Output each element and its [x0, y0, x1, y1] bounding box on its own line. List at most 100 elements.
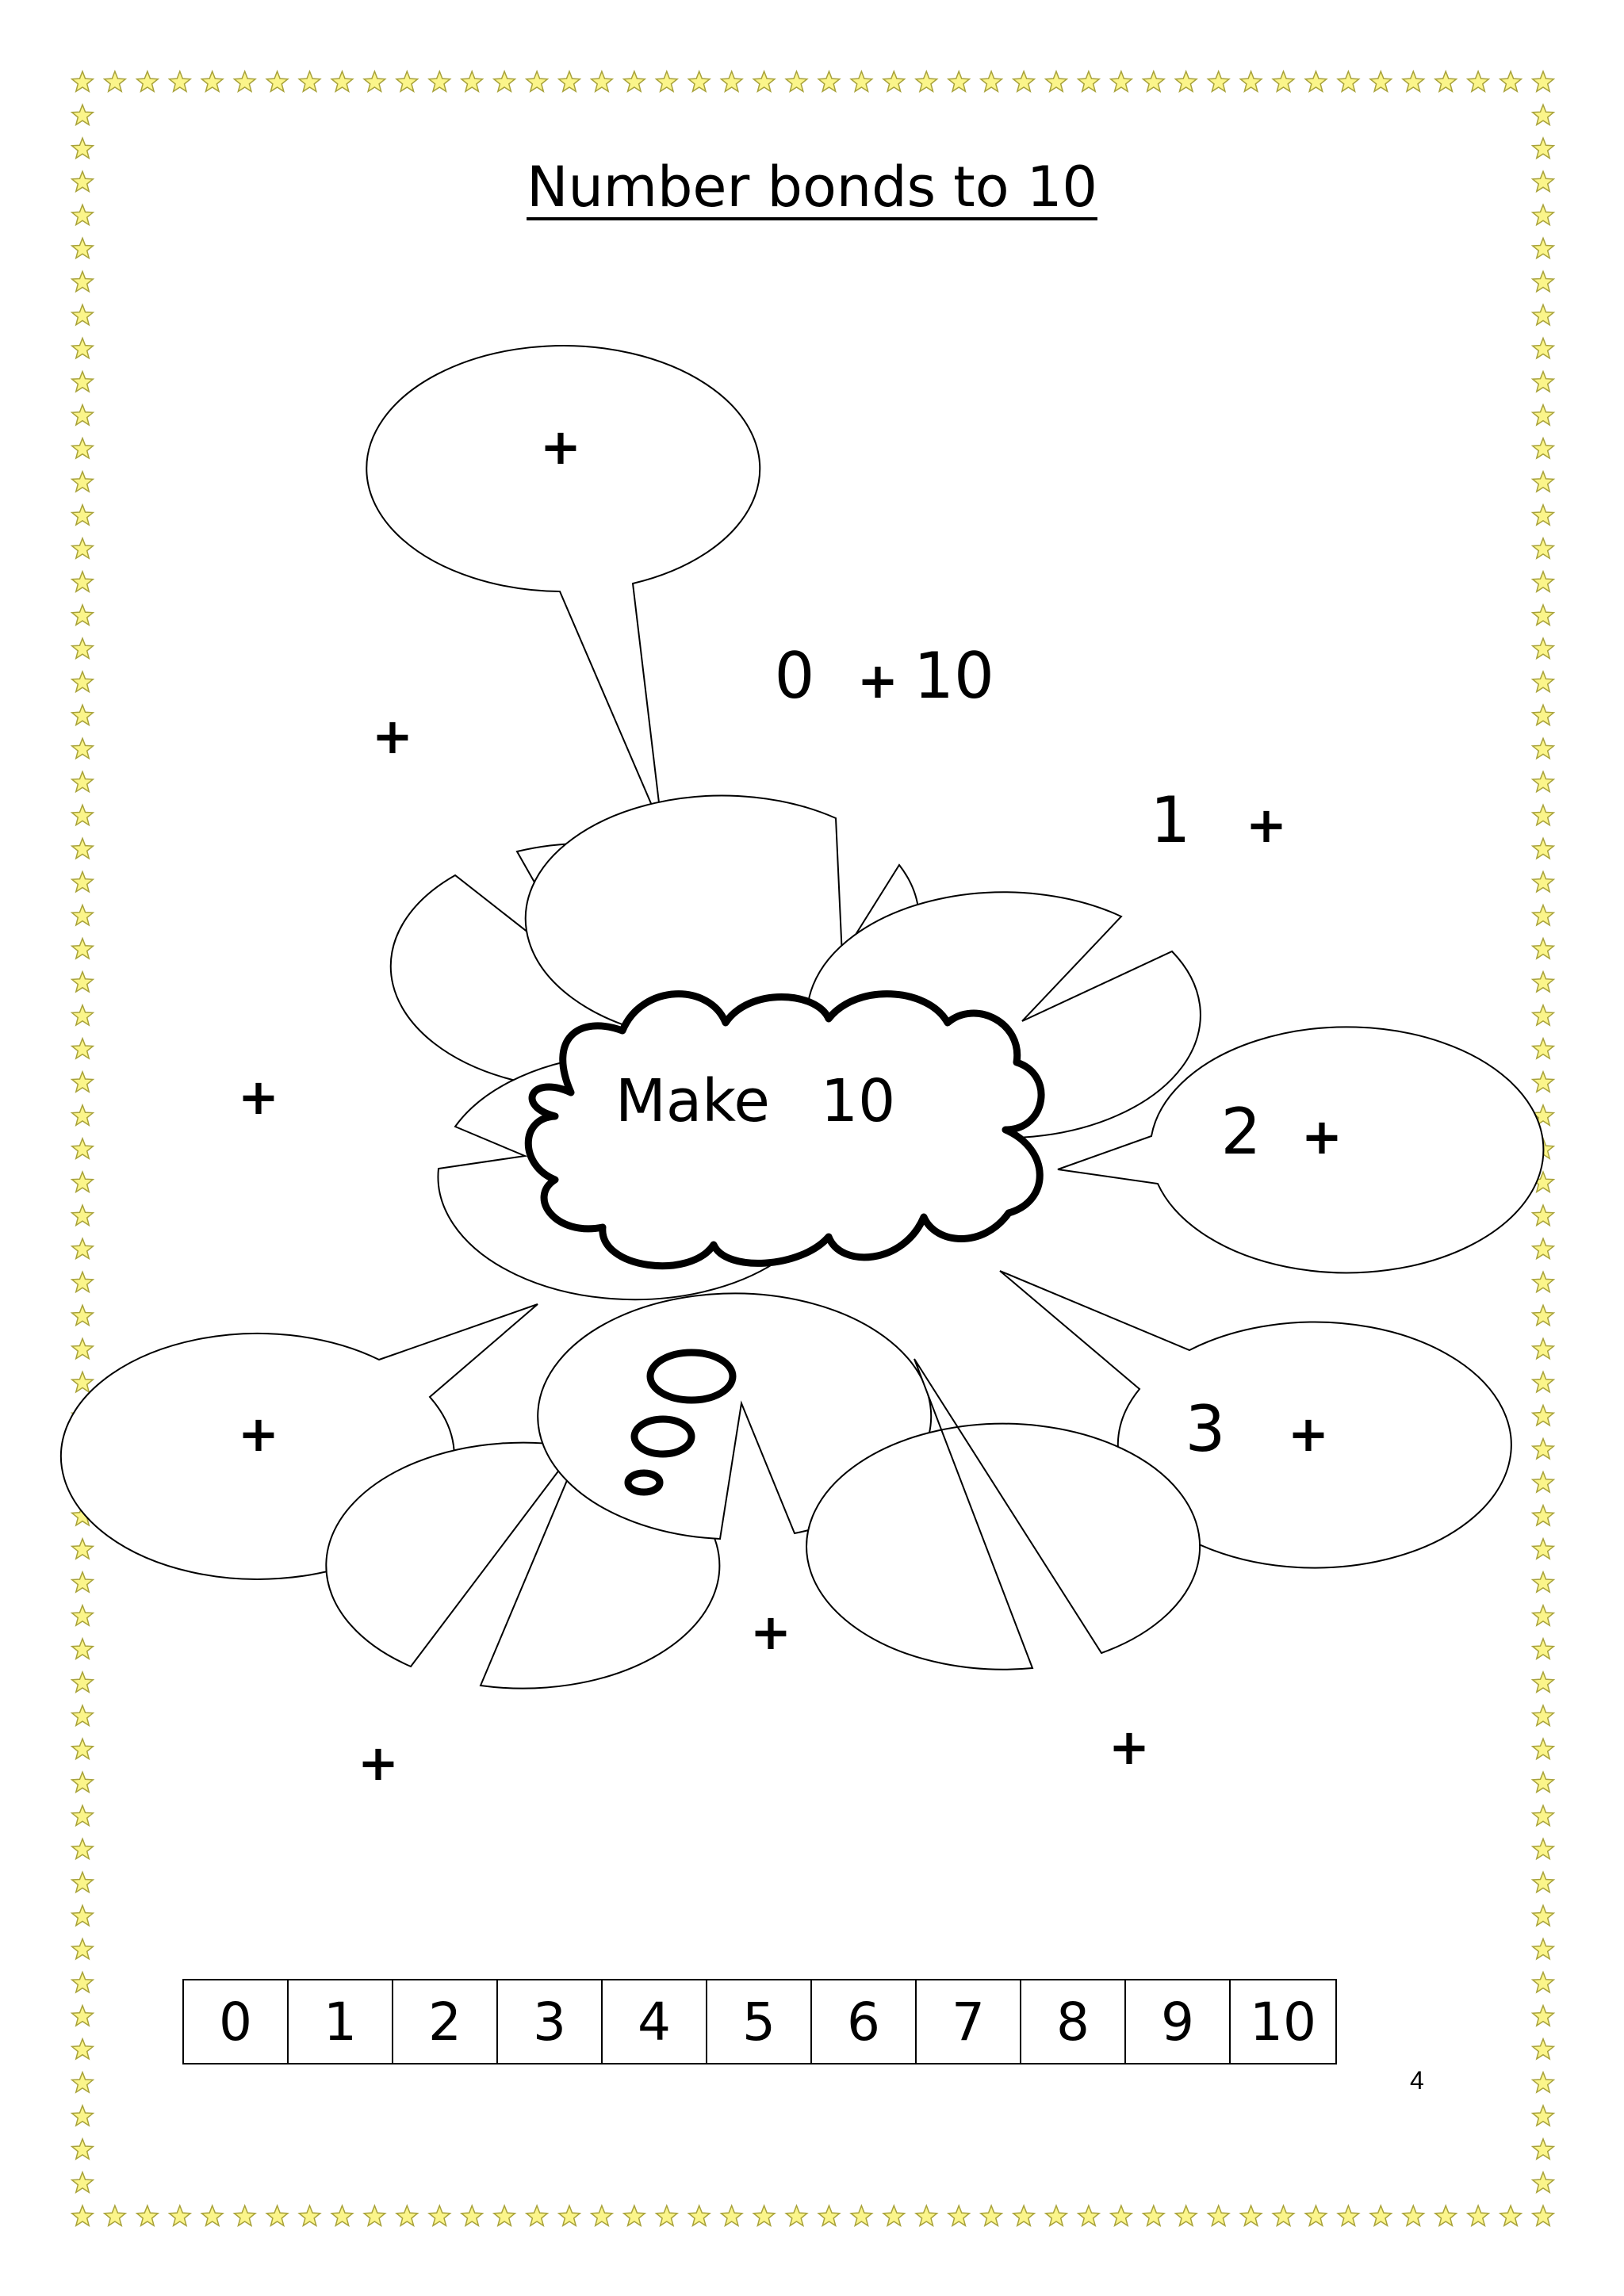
border-star-icon: [362, 69, 387, 93]
border-star-icon: [1530, 970, 1556, 993]
border-star-icon: [979, 2203, 1004, 2227]
bubble-left-plus: +: [238, 1068, 279, 1126]
border-star-icon: [1530, 903, 1556, 927]
number-line-cell: 4: [603, 1980, 707, 2063]
border-star-icon: [70, 2070, 95, 2094]
border-star-icon: [70, 2170, 95, 2195]
border-star-icon: [1530, 403, 1556, 427]
border-star-icon: [1530, 236, 1556, 260]
border-star-icon: [70, 336, 95, 360]
bubble-one-plus: +: [1246, 796, 1287, 854]
border-star-icon: [70, 170, 95, 193]
border-star-icon: [330, 2203, 354, 2227]
border-star-icon: [70, 936, 95, 960]
border-star-icon: [979, 69, 1004, 93]
border-star-icon: [1530, 1904, 1556, 1927]
border-star-icon: [70, 1070, 95, 1093]
border-star-icon: [70, 1170, 95, 1194]
border-star-icon: [70, 1237, 95, 1261]
border-star-icon: [70, 2037, 95, 2061]
border-star-icon: [1530, 303, 1556, 327]
border-star-icon: [427, 69, 452, 93]
border-star-icon: [395, 2203, 419, 2227]
border-star-icon: [167, 2203, 193, 2227]
border-star-icon: [70, 1704, 95, 1728]
border-star-icon: [167, 69, 193, 93]
border-star-icon: [1011, 2203, 1036, 2227]
border-star-icon: [1304, 2203, 1328, 2227]
border-star-icon: [70, 503, 95, 526]
border-star-icon: [70, 1870, 95, 1894]
border-star-icon: [70, 403, 95, 427]
border-star-icon: [784, 2203, 809, 2227]
page-number: 4: [1410, 2066, 1424, 2095]
border-star-icon: [297, 2203, 322, 2227]
border-star-icon: [70, 136, 95, 160]
number-line-cell: 7: [917, 1980, 1021, 2063]
border-star-icon: [1076, 2203, 1101, 2227]
border-star-icon: [1530, 1937, 1556, 1961]
cloud-label-make: Make: [615, 1067, 770, 1135]
number-line-cell: 3: [498, 1980, 603, 2063]
border-star-icon: [70, 1970, 95, 1994]
border-star-icon: [70, 836, 95, 860]
border-star-icon: [427, 2203, 452, 2227]
border-star-icon: [70, 803, 95, 827]
border-star-icon: [70, 1770, 95, 1794]
border-star-icon: [70, 303, 95, 327]
border-star-icon: [1530, 1670, 1556, 1693]
border-star-icon: [70, 2203, 95, 2227]
thought-dot-medium: [630, 1415, 695, 1458]
bubble-bottom-right-plus: +: [1109, 1718, 1150, 1776]
number-line-cell: 8: [1021, 1980, 1126, 2063]
border-star-icon: [946, 69, 971, 93]
border-star-icon: [524, 69, 550, 93]
border-star-icon: [70, 1270, 95, 1294]
thought-dot-large: [646, 1349, 737, 1404]
border-star-icon: [784, 69, 809, 93]
border-star-icon: [1369, 2203, 1393, 2227]
border-star-icon: [1530, 1837, 1556, 1861]
border-star-icon: [70, 770, 95, 794]
page-title: Number bonds to 10: [527, 155, 1097, 220]
border-star-icon: [882, 2203, 906, 2227]
border-star-icon: [752, 2203, 776, 2227]
border-star-icon: [589, 2203, 615, 2227]
speech-bubble-bottom-right: [806, 1358, 1201, 1670]
border-star-icon: [1530, 2170, 1556, 2195]
bubble-top-plus: +: [540, 418, 581, 476]
border-star-icon: [1530, 2037, 1556, 2061]
border-star-icon: [946, 2203, 971, 2227]
border-star-icon: [524, 2203, 550, 2227]
border-star-icon: [1109, 69, 1134, 93]
border-star-icon: [1530, 1203, 1556, 1227]
border-star-icon: [1271, 69, 1296, 93]
border-star-icon: [1465, 2203, 1491, 2227]
bubble-bottom-left-plus: +: [358, 1734, 399, 1792]
border-star-icon: [622, 2203, 647, 2227]
border-star-icon: [459, 2203, 485, 2227]
border-star-icon: [70, 1603, 95, 1627]
border-star-icon: [297, 69, 322, 93]
bubble-two-plus: +: [1301, 1108, 1342, 1165]
border-star-icon: [849, 2203, 874, 2227]
border-star-icon: [1530, 1370, 1556, 1394]
border-star-icon: [1044, 69, 1069, 93]
border-star-icon: [1239, 69, 1263, 93]
border-star-icon: [1530, 569, 1556, 594]
border-star-icon: [687, 2203, 711, 2227]
border-star-icon: [1530, 1036, 1556, 1060]
border-star-icon: [70, 1736, 95, 1761]
number-line-cell: 10: [1250, 1991, 1316, 2053]
border-star-icon: [1530, 1470, 1556, 1494]
border-star-icon: [1530, 936, 1556, 960]
border-star-icon: [654, 69, 680, 93]
border-star-icon: [1530, 1870, 1556, 1894]
border-star-icon: [70, 970, 95, 993]
border-star-icon: [1530, 1437, 1556, 1460]
border-star-icon: [1433, 69, 1458, 93]
border-star-icon: [70, 637, 95, 660]
number-line-cell: 9: [1126, 1980, 1231, 2063]
cloud-label-ten: 10: [821, 1067, 895, 1135]
border-star-icon: [70, 436, 95, 460]
